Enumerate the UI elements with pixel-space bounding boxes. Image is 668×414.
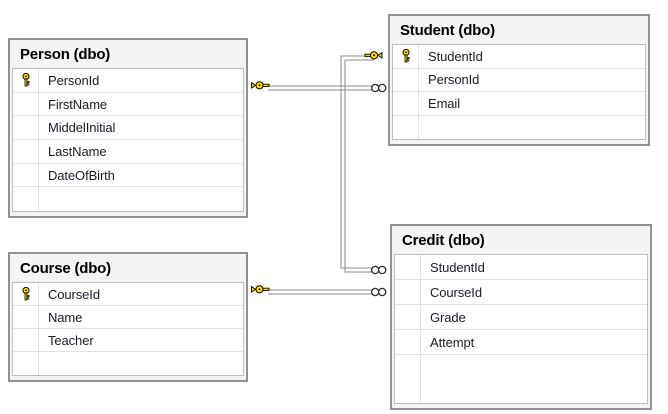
field-name: Teacher [48,332,94,348]
table-row[interactable]: LastName [13,140,243,164]
field-name: StudentId [430,259,485,275]
table-row[interactable]: StudentId [395,255,647,280]
field-name: LastName [48,143,107,159]
key-cell-empty [13,116,39,140]
table-student-title: Student (dbo) [392,18,646,44]
table-row[interactable]: PersonId [13,69,243,93]
field-name: DateOfBirth [48,167,115,183]
table-row[interactable]: Name [13,306,243,330]
key-cell-empty [13,163,39,187]
table-credit[interactable]: Credit (dbo) StudentId CourseId Grade At… [390,224,652,410]
key-cell-empty [13,329,39,352]
table-row[interactable]: CourseId [13,283,243,307]
field-name: Email [428,95,461,111]
field-name: PersonId [48,72,100,88]
relationship-line-student-credit [340,55,374,273]
key-cell-empty [395,305,421,329]
key-cell-empty [395,355,421,403]
table-row-empty[interactable] [13,352,243,375]
table-course[interactable]: Course (dbo) CourseId [8,252,248,382]
key-cell-empty [13,140,39,163]
primary-key-icon [13,283,39,306]
table-person-body: PersonId FirstName MiddelInitial LastNam… [12,68,244,212]
table-row-empty[interactable] [393,115,645,139]
table-credit-body: StudentId CourseId Grade Attempt [394,254,648,404]
table-row[interactable]: Grade [395,305,647,330]
table-row-empty[interactable] [395,355,647,403]
primary-key-icon [13,69,39,92]
table-course-body: CourseId Name Teacher [12,282,244,376]
key-cell-empty [395,255,421,279]
field-name: CourseId [430,284,482,300]
table-row[interactable]: Teacher [13,329,243,353]
table-row[interactable]: FirstName [13,92,243,117]
key-cell-empty [393,92,419,115]
field-name: PersonId [428,72,480,88]
table-student-body: StudentId PersonId Email [392,44,646,140]
key-cell-empty [13,92,39,116]
relationship-line-person-student [268,85,372,91]
relationship-line-course-credit [268,289,374,295]
table-row[interactable]: Attempt [395,330,647,355]
field-name: MiddelInitial [48,120,116,136]
field-name: Grade [430,309,466,325]
key-cell-empty [13,306,39,329]
table-row[interactable]: MiddelInitial [13,116,243,141]
table-student[interactable]: Student (dbo) StudentId [388,14,650,146]
key-cell-empty [13,352,39,375]
field-name: Name [48,309,83,325]
table-row[interactable]: CourseId [395,280,647,305]
field-name: StudentId [428,48,483,64]
table-row[interactable]: PersonId [393,68,645,93]
key-cell-empty [393,68,419,92]
table-person-title: Person (dbo) [12,42,244,68]
table-credit-title: Credit (dbo) [394,228,648,254]
table-course-title: Course (dbo) [12,256,244,282]
table-row[interactable]: DateOfBirth [13,163,243,188]
table-row[interactable]: StudentId [393,45,645,69]
field-name: FirstName [48,96,108,112]
key-cell-empty [393,115,419,139]
key-cell-empty [395,330,421,354]
key-cell-empty [395,280,421,304]
primary-key-icon [393,45,419,68]
key-cell-empty [13,187,39,211]
field-name: CourseId [48,286,100,302]
table-person[interactable]: Person (dbo) PersonId [8,38,248,218]
table-row[interactable]: Email [393,92,645,116]
table-row-empty[interactable] [13,187,243,211]
field-name: Attempt [430,334,475,350]
